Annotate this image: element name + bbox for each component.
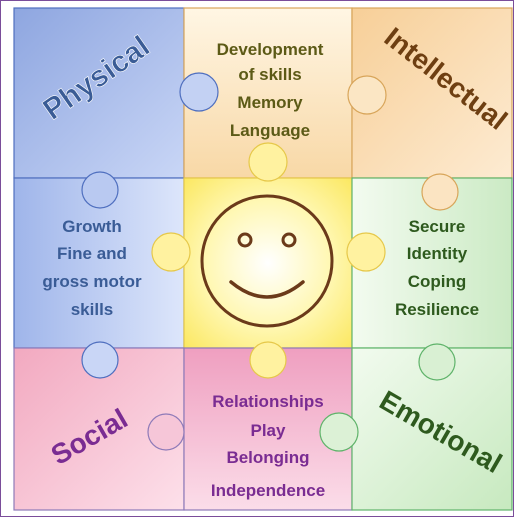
development-line: Development — [217, 40, 324, 59]
growth-line: Growth — [62, 217, 122, 236]
text-secure: Secure Identity Coping Resilience — [395, 217, 479, 319]
piece-physical — [13, 7, 185, 179]
growth-line: Fine and — [57, 244, 127, 263]
text-growth: Growth Fine and gross motor skills — [42, 217, 142, 319]
piece-intellectual — [351, 7, 513, 179]
development-line: of skills — [238, 65, 301, 84]
knob-social-right — [147, 413, 185, 451]
text-relationships: Relationships Play Belonging Independenc… — [211, 392, 325, 500]
relationships-line: Relationships — [212, 392, 323, 411]
smile-mouth-icon — [229, 280, 305, 299]
development-line: Memory — [237, 93, 303, 112]
knob-intellectual-bottom — [421, 173, 459, 211]
knob-growth-bottom — [81, 341, 119, 379]
right-eye-icon — [281, 232, 297, 248]
knob-secure-bottom — [418, 343, 456, 381]
growth-line: skills — [71, 300, 114, 319]
text-development: Development of skills Memory Language — [217, 40, 324, 140]
knob-center-right — [346, 232, 386, 272]
development-line: Language — [230, 121, 310, 140]
knob-center-left — [151, 232, 191, 272]
knob-center-bottom — [249, 341, 287, 379]
smiley-face-icon — [200, 194, 334, 328]
knob-physical-bottom — [81, 171, 119, 209]
secure-line: Identity — [407, 244, 468, 263]
knob-emotional-left — [319, 412, 359, 452]
left-eye-icon — [237, 232, 253, 248]
knob-development-right — [347, 75, 387, 115]
piece-center — [183, 177, 353, 349]
relationships-line: Play — [251, 421, 287, 440]
relationships-line: Belonging — [226, 448, 309, 467]
knob-physical-right — [179, 72, 219, 112]
growth-line: gross motor — [42, 272, 142, 291]
secure-line: Resilience — [395, 300, 479, 319]
secure-line: Coping — [408, 272, 467, 291]
secure-line: Secure — [409, 217, 466, 236]
knob-center-top — [248, 142, 288, 182]
relationships-line: Independence — [211, 481, 325, 500]
